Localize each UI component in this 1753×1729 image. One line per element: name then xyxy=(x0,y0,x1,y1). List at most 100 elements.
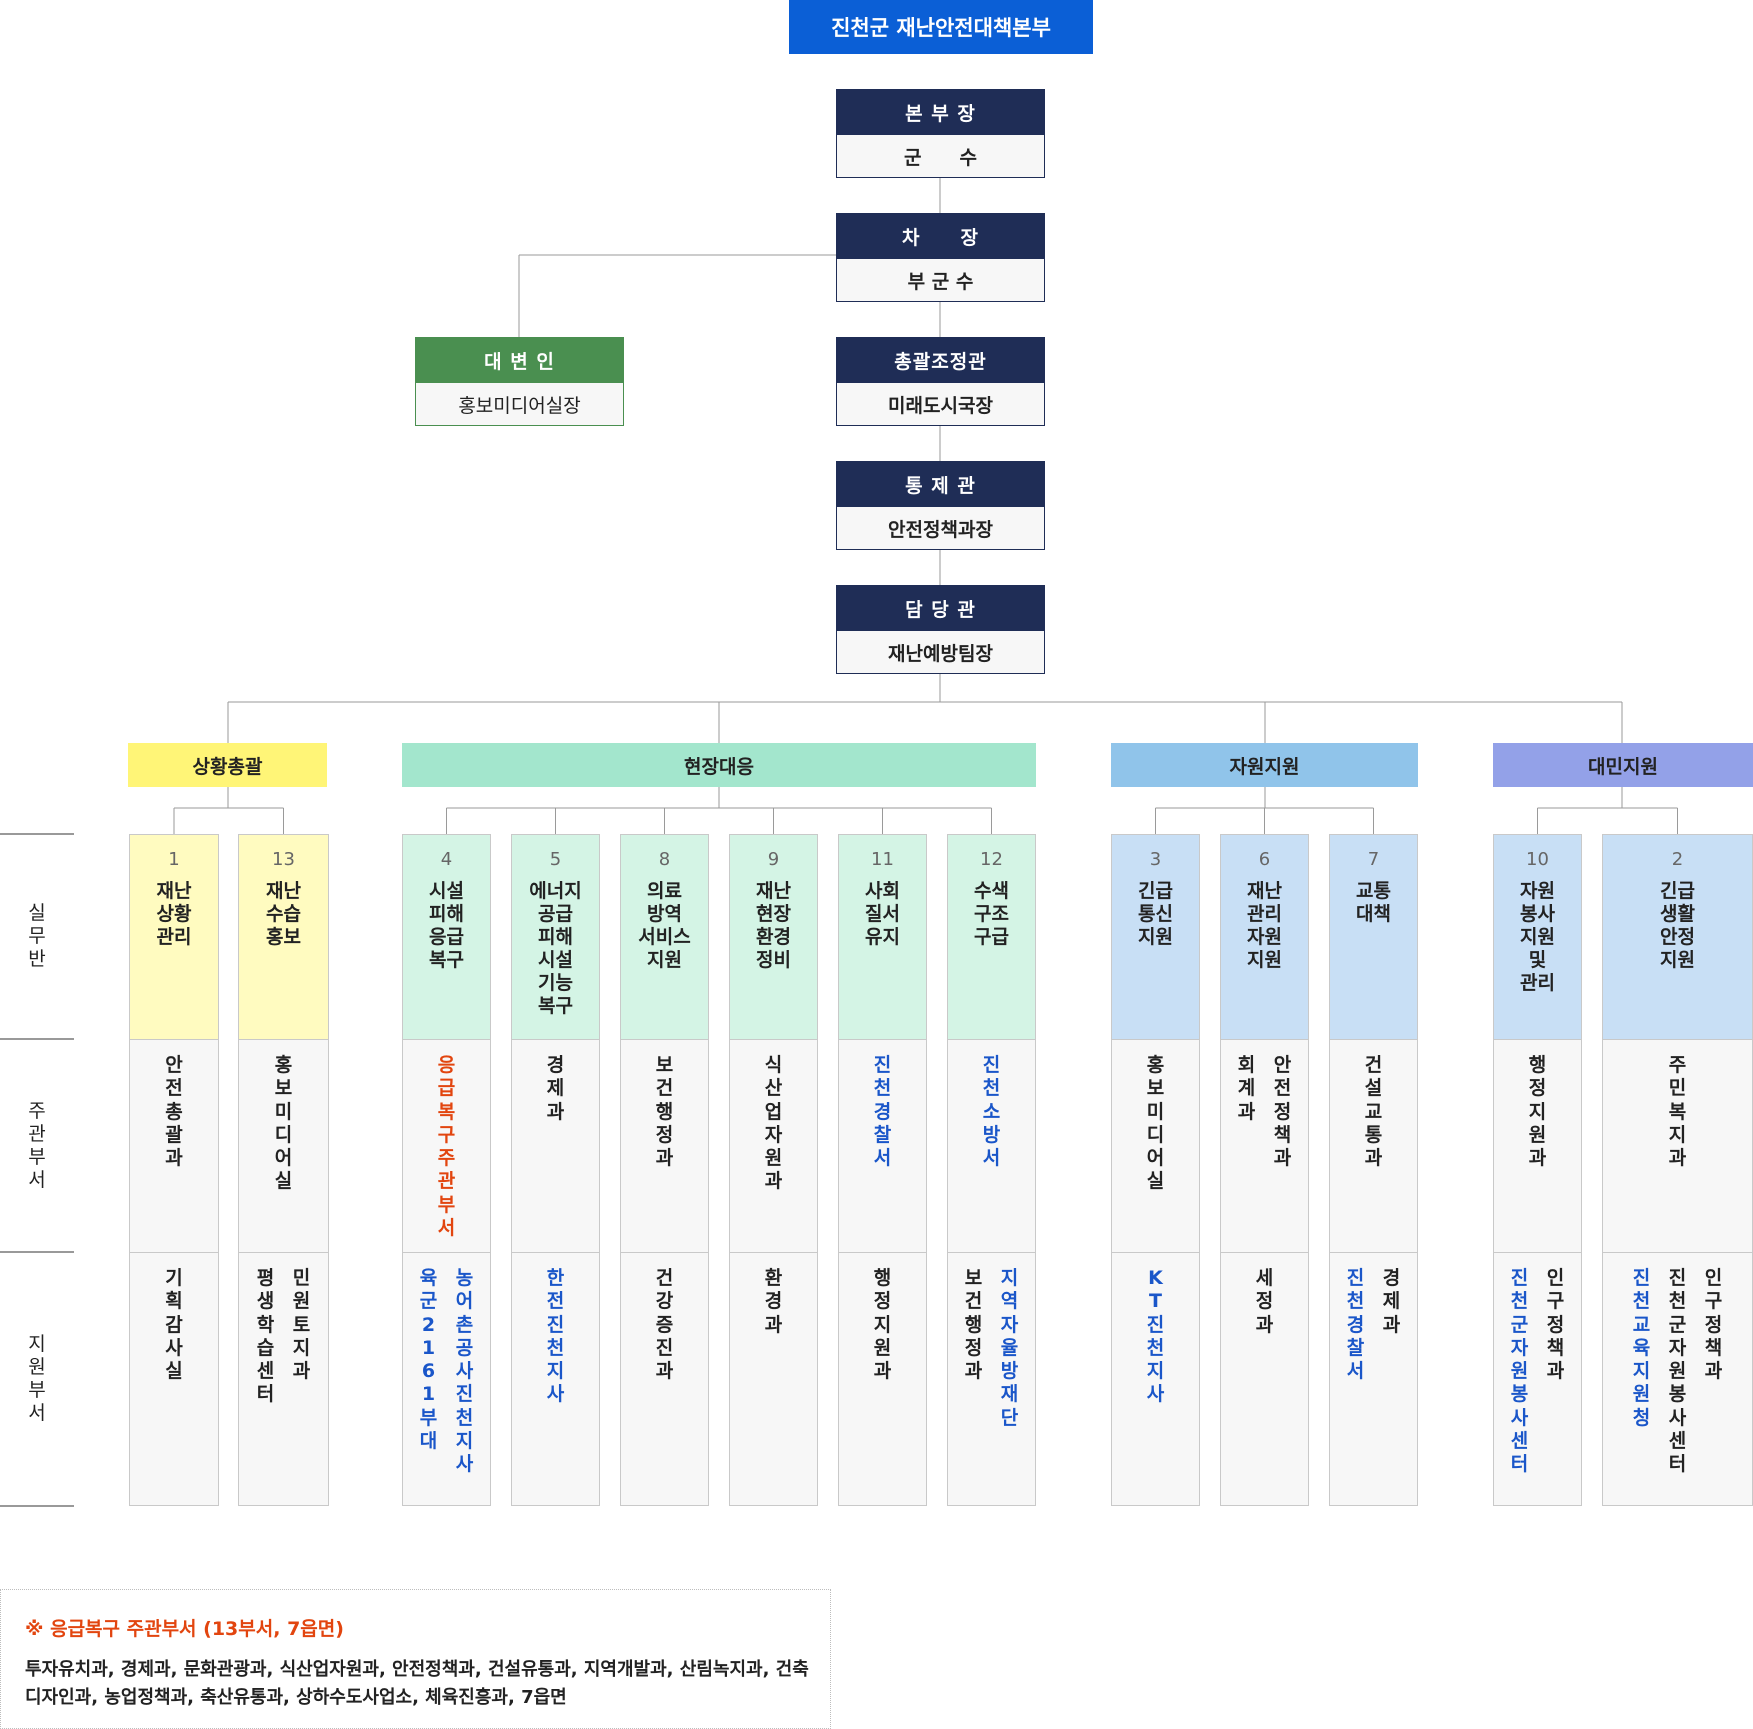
team-number: 2 xyxy=(1671,849,1684,870)
support-dept: 인구정책과 xyxy=(1704,1267,1723,1383)
lead-dept: 홍보미디어실 xyxy=(274,1054,293,1193)
support-dept: 경제과 xyxy=(1382,1267,1401,1336)
team-name: 재난 관리 자원 지원 xyxy=(1247,880,1282,971)
team-cell-5: 5 에너지 공급 피해 시설 기능 복구 xyxy=(511,834,600,1039)
lead-dept-cell-10: 행정지원과 xyxy=(1493,1039,1582,1252)
lead-dept: 응급복구주관부서 xyxy=(437,1054,456,1240)
support-dept: 진천군자원봉사센터 xyxy=(1668,1267,1687,1476)
position-title: 총괄조정관 xyxy=(837,338,1044,383)
team-cell-3: 3 긴급 통신 지원 xyxy=(1111,834,1200,1039)
lead-dept: 진천경찰서 xyxy=(873,1054,892,1170)
lead-dept: 홍보미디어실 xyxy=(1146,1054,1165,1193)
team-number: 10 xyxy=(1526,849,1549,870)
support-dept: KT진천지사 xyxy=(1146,1267,1165,1406)
lead-dept-cell-13: 홍보미디어실 xyxy=(238,1039,329,1252)
team-number: 1 xyxy=(168,849,180,870)
support-dept: 육군2161부대 xyxy=(419,1267,438,1453)
lead-dept: 안전정책과 xyxy=(1273,1054,1292,1170)
position-holder: 군 수 xyxy=(904,146,977,169)
lead-dept-cell-5: 경제과 xyxy=(511,1039,600,1252)
emergency-recovery-note: ※ 응급복구 주관부서 (13부서, 7읍면) 투자유치과, 경제과, 문화관광… xyxy=(0,1589,831,1729)
team-number: 9 xyxy=(767,849,780,870)
lead-dept: 경제과 xyxy=(546,1054,565,1123)
team-cell-1: 1 재난 상황 관리 xyxy=(129,834,219,1039)
team-cell-9: 9 재난 현장 환경 정비 xyxy=(729,834,818,1039)
support-dept: 환경과 xyxy=(764,1267,783,1336)
team-cell-12: 12 수색 구조 구급 xyxy=(947,834,1036,1039)
lead-dept: 보건행정과 xyxy=(655,1054,674,1170)
team-name: 긴급 생활 안정 지원 xyxy=(1660,880,1695,971)
row-label-lead-dept: 주 관 부 서 xyxy=(28,1099,46,1191)
lead-dept-cell-3: 홍보미디어실 xyxy=(1111,1039,1200,1252)
team-name: 재난 현장 환경 정비 xyxy=(756,880,791,971)
support-dept-cell-2: 진천교육지원청 진천군자원봉사센터 인구정책과 xyxy=(1602,1252,1753,1506)
group-header-0: 상황총괄 xyxy=(128,743,327,787)
team-cell-10: 10 자원 봉사 지원 및 관리 xyxy=(1493,834,1582,1039)
position-title: 통 제 관 xyxy=(837,462,1044,507)
support-dept: 보건행정과 xyxy=(964,1267,983,1383)
lead-dept-cell-9: 식산업자원과 xyxy=(729,1039,818,1252)
lead-dept: 주민복지과 xyxy=(1668,1054,1687,1170)
team-number: 6 xyxy=(1258,849,1271,870)
team-name: 재난 상황 관리 xyxy=(156,880,192,948)
team-number: 5 xyxy=(549,849,562,870)
team-number: 12 xyxy=(980,849,1003,870)
lead-dept-cell-1: 안전총괄과 xyxy=(129,1039,219,1252)
team-number: 13 xyxy=(272,849,295,870)
support-dept-cell-1: 기획감사실 xyxy=(129,1252,219,1506)
position-title: 차 장 xyxy=(837,214,1044,259)
team-cell-7: 7 교통 대책 xyxy=(1329,834,1418,1039)
support-dept: 진천경찰서 xyxy=(1346,1267,1365,1383)
position-holder: 부 군 수 xyxy=(907,270,974,293)
team-number: 3 xyxy=(1149,849,1162,870)
team-name: 에너지 공급 피해 시설 기능 복구 xyxy=(529,880,582,1017)
lead-dept: 진천소방서 xyxy=(982,1054,1001,1170)
support-dept: 진천교육지원청 xyxy=(1632,1267,1651,1429)
lead-dept: 행정지원과 xyxy=(1528,1054,1547,1170)
lead-dept-cell-7: 건설교통과 xyxy=(1329,1039,1418,1252)
position-holder: 재난예방팀장 xyxy=(888,642,993,665)
team-number: 11 xyxy=(871,849,894,870)
lead-dept-cell-11: 진천경찰서 xyxy=(838,1039,927,1252)
team-cell-6: 6 재난 관리 자원 지원 xyxy=(1220,834,1309,1039)
position-title: 대 변 인 xyxy=(416,338,623,383)
support-dept: 지역자율방재단 xyxy=(1000,1267,1019,1429)
team-number: 4 xyxy=(440,849,453,870)
support-dept-cell-11: 행정지원과 xyxy=(838,1252,927,1506)
support-dept: 인구정책과 xyxy=(1546,1267,1565,1383)
group-header-2: 자원지원 xyxy=(1111,743,1418,787)
position-holder: 미래도시국장 xyxy=(888,394,993,417)
team-cell-2: 2 긴급 생활 안정 지원 xyxy=(1602,834,1753,1039)
team-number: 7 xyxy=(1367,849,1380,870)
team-name: 긴급 통신 지원 xyxy=(1138,880,1173,948)
lead-dept-cell-4: 응급복구주관부서 xyxy=(402,1039,491,1252)
position-holder: 홍보미디어실장 xyxy=(458,394,581,417)
support-dept: 평생학습센터 xyxy=(256,1267,275,1406)
support-dept-cell-9: 환경과 xyxy=(729,1252,818,1506)
position-title: 담 당 관 xyxy=(837,586,1044,631)
position-title: 본 부 장 xyxy=(837,90,1044,135)
lead-dept-cell-8: 보건행정과 xyxy=(620,1039,709,1252)
team-name: 교통 대책 xyxy=(1356,880,1391,925)
support-dept: 세정과 xyxy=(1255,1267,1274,1336)
team-name: 수색 구조 구급 xyxy=(974,880,1009,948)
lead-dept: 건설교통과 xyxy=(1364,1054,1383,1170)
lead-dept-cell-12: 진천소방서 xyxy=(947,1039,1036,1252)
support-dept-cell-7: 진천경찰서 경제과 xyxy=(1329,1252,1418,1506)
lead-dept-cell-2: 주민복지과 xyxy=(1602,1039,1753,1252)
team-name: 자원 봉사 지원 및 관리 xyxy=(1520,880,1555,994)
support-dept-cell-12: 보건행정과 지역자율방재단 xyxy=(947,1252,1036,1506)
